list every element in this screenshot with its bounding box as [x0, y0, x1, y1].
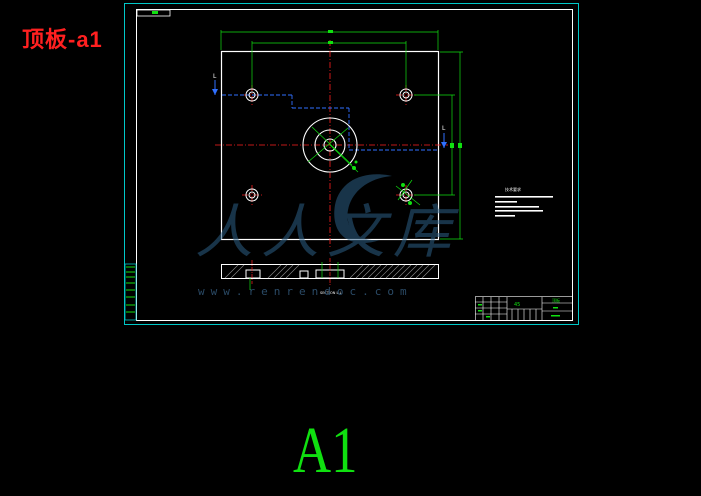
tech-notes-title: 技术要求 — [505, 186, 521, 192]
section-marker-left-label: L — [213, 73, 217, 80]
inner-frame — [136, 9, 573, 321]
tech-notes: 技术要求 — [495, 186, 553, 217]
drawing-title: 顶板-a1 — [22, 27, 103, 52]
title-block-part-name: 顶板 — [552, 297, 560, 303]
title-block-material: 45 — [514, 302, 520, 308]
section-marker-right — [441, 133, 447, 148]
watermark-url: www.renrendoc.com — [198, 285, 413, 298]
center-bore — [302, 117, 358, 173]
side-strip — [124, 263, 137, 321]
sheet-size-label: A1 — [293, 414, 358, 487]
outer-frame — [124, 3, 579, 325]
section-marker-right-label: L — [442, 125, 446, 132]
watermark-logo: 人人文库 — [195, 174, 459, 266]
corner-code-box — [136, 9, 171, 17]
section-view — [221, 258, 439, 290]
section-caption: SECTION L-L — [320, 291, 342, 295]
section-marker-left — [212, 80, 218, 95]
corner-holes — [245, 88, 413, 202]
title-block — [475, 296, 573, 321]
hidden-lines — [222, 94, 438, 151]
watermark-brand: 人人文库 — [195, 198, 459, 266]
dimension-lines — [220, 30, 463, 240]
